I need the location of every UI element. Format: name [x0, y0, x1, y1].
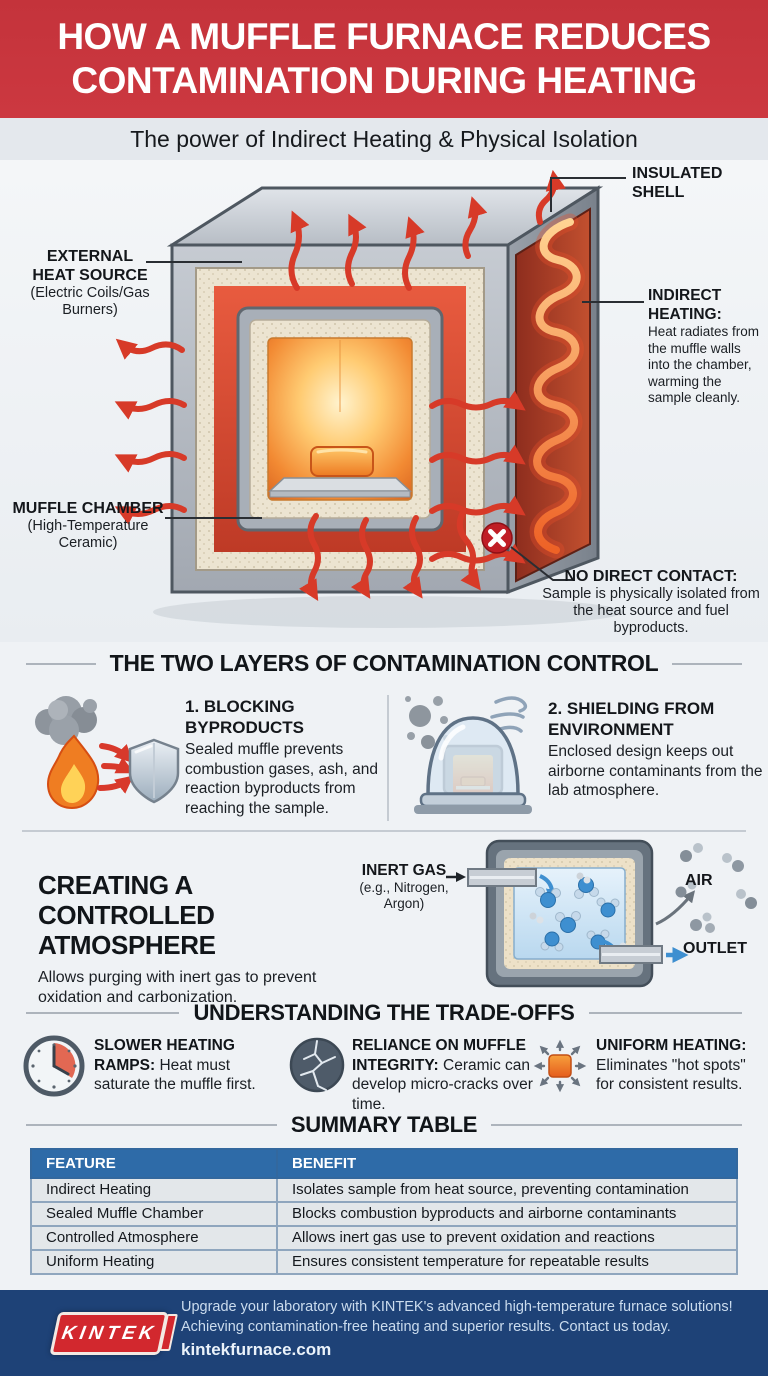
label-muffle-chamber: MUFFLE CHAMBER (High-Temperature Ceramic… [12, 500, 164, 551]
divider [672, 662, 743, 665]
divider [26, 662, 96, 665]
two-layers-heading: THE TWO LAYERS OF CONTAMINATION CONTROL [26, 650, 743, 677]
divider [26, 1012, 180, 1014]
kintek-logo: KINTEK [49, 1312, 169, 1355]
dome-base-lower [414, 805, 532, 814]
trade-offs-heading: UNDERSTANDING THE TRADE-OFFS [26, 1000, 743, 1026]
table-row: Sealed Muffle Chamber Blocks combustion … [30, 1201, 738, 1227]
footer-website: kintekfurnace.com [181, 1340, 332, 1359]
dome-base [419, 792, 527, 808]
inert-gas-purge-diagram [446, 839, 757, 988]
footer-tagline-2: Achieving contamination-free heating and… [181, 1319, 671, 1335]
benefit-cell: Blocks combustion byproducts and airborn… [276, 1201, 738, 1227]
label-pointer-lines [146, 177, 644, 581]
feature-cell: Indirect Heating [30, 1177, 278, 1203]
subtitle-text: The power of Indirect Heating & Physical… [130, 125, 638, 152]
inert-gas-molecules [529, 872, 627, 954]
controlled-atmosphere-block: CREATING A CONTROLLED ATMOSPHERE Allows … [38, 870, 353, 1008]
flame-icon [46, 734, 100, 810]
furnace-chamber [267, 337, 413, 501]
trade-off-item-2: RELIANCE ON MUFFLE INTEGRITY: Ceramic ca… [352, 1037, 533, 1113]
feature-cell: Uniform Heating [30, 1249, 278, 1275]
table-row: Controlled Atmosphere Allows inert gas u… [30, 1225, 738, 1251]
divider [588, 1012, 743, 1014]
heating-coil-icon [533, 218, 581, 554]
table-row: Indirect Heating Isolates sample from he… [30, 1177, 738, 1203]
table-row: Uniform Heating Ensures consistent tempe… [30, 1249, 738, 1275]
divider [491, 1124, 743, 1126]
label-inert-gas: INERT GAS (e.g., Nitrogen, Argon) [359, 862, 449, 911]
benefit-cell: Isolates sample from heat source, preven… [276, 1177, 738, 1203]
label-insulated-shell: INSULATED SHELL [632, 165, 723, 201]
clock-icon [23, 1035, 85, 1097]
air-out-arrow [655, 890, 696, 926]
controlled-atmosphere-heading: CREATING A CONTROLLED ATMOSPHERE [38, 870, 216, 960]
label-external-heat-source: EXTERNAL HEAT SOURCE (Electric Coils/Gas… [30, 248, 150, 318]
table-header-row: FEATURE BENEFIT [30, 1148, 738, 1179]
two-layers-item-1: 1. BLOCKING BYPRODUCTS Sealed muffle pre… [185, 697, 379, 817]
outlet-pipe [599, 945, 663, 964]
air-molecules [675, 843, 757, 933]
inlet-pipe [467, 868, 537, 887]
label-indirect-heating: INDIRECT HEATING: Heat radiates from the… [648, 287, 760, 405]
purge-chamber [485, 839, 654, 988]
wind-icon [490, 696, 528, 733]
sample-tray [268, 477, 412, 492]
smoke-cloud-icon [35, 696, 97, 745]
heating-coil-panel [515, 207, 591, 583]
furnace-shadow [153, 596, 623, 628]
feature-cell: Controlled Atmosphere [30, 1225, 278, 1251]
feature-cell: Sealed Muffle Chamber [30, 1201, 278, 1227]
title-banner: HOW A MUFFLE FURNACE REDUCES CONTAMINATI… [0, 0, 768, 118]
two-layers-item-2: 2. SHIELDING FROM ENVIRONMENT Enclosed d… [548, 699, 763, 799]
divider [26, 1124, 277, 1126]
divider [22, 830, 746, 832]
shield-icon [128, 738, 180, 804]
contaminant-arrows [97, 743, 135, 794]
shielding-environment-icon [405, 696, 532, 814]
footer-tagline-1: Upgrade your laboratory with KINTEK's ad… [181, 1299, 733, 1315]
subtitle-bar: The power of Indirect Heating & Physical… [0, 118, 768, 160]
page-title-line1: HOW A MUFFLE FURNACE REDUCES [57, 16, 711, 57]
column-header-benefit: BENEFIT [276, 1148, 738, 1179]
label-outlet: OUTLET [683, 940, 747, 957]
benefit-cell: Ensures consistent temperature for repea… [276, 1249, 738, 1275]
micro-cracks-icon [289, 1037, 345, 1093]
trade-off-item-3: UNIFORM HEATING: Eliminates "hot spots" … [596, 1037, 747, 1093]
summary-table: FEATURE BENEFIT Indirect Heating Isolate… [30, 1148, 738, 1275]
label-air: AIR [685, 872, 713, 889]
controlled-atmosphere-desc: Allows purging with inert gas to prevent… [38, 969, 317, 1006]
no-contact-x-icon [481, 522, 513, 554]
page-title-line2: CONTAMINATION DURING HEATING [71, 60, 697, 101]
benefit-cell: Allows inert gas use to prevent oxidatio… [276, 1225, 738, 1251]
summary-table-heading: SUMMARY TABLE [26, 1112, 743, 1138]
column-header-feature: FEATURE [30, 1148, 278, 1179]
furnace-layers [195, 267, 485, 571]
uniform-heating-icon [533, 1039, 587, 1093]
sample-block [310, 446, 374, 477]
heat-arrows [114, 169, 566, 601]
divider [387, 695, 389, 821]
furnace-cutaway-illustration [114, 169, 644, 628]
label-no-direct-contact: NO DIRECT CONTACT: Sample is physically … [542, 568, 760, 636]
blocking-byproducts-icon [35, 696, 180, 810]
trade-off-item-1: SLOWER HEATING RAMPS: Heat must saturate… [94, 1037, 256, 1093]
